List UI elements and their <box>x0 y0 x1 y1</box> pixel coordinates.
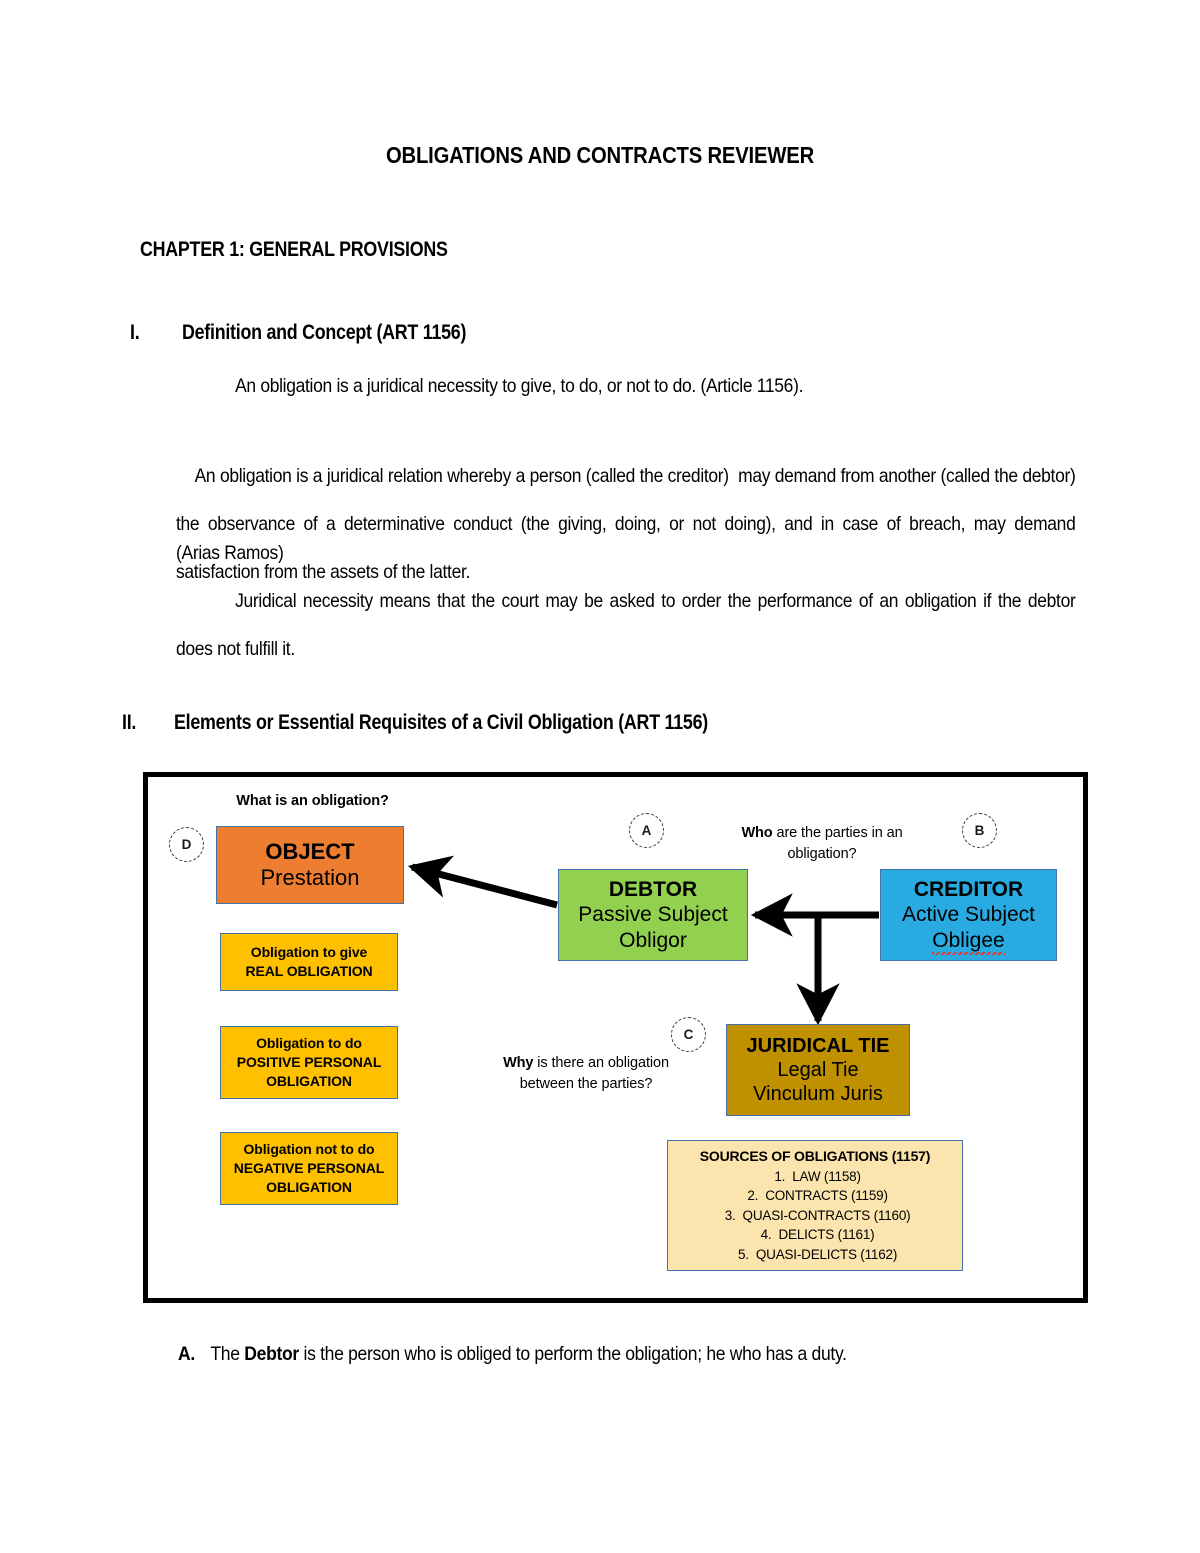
bottom-item-prefix: The <box>210 1343 245 1365</box>
diagram-box-object: OBJECT Prestation <box>216 826 404 904</box>
diagram-box-sources-of-obligations: SOURCES OF OBLIGATIONS (1157) 1. LAW (115… <box>667 1140 963 1271</box>
question-who-bold: Who <box>741 825 773 841</box>
diagram-box-obligation-to-do: Obligation to do POSITIVE PERSONAL OBLIG… <box>220 1026 398 1099</box>
marker-circle-c: C <box>671 1017 706 1052</box>
sources-list-item-index: 5. <box>737 1246 749 1262</box>
creditor-subtitle: Active Subject <box>901 903 1036 927</box>
page-title: OBLIGATIONS AND CONTRACTS REVIEWER <box>385 142 815 168</box>
sources-list-item-index: 2. <box>747 1188 759 1204</box>
sources-list-item: 2. CONTRACTS (1159) <box>720 1186 911 1206</box>
section-title-2: Elements or Essential Requisites of a Ci… <box>174 711 708 734</box>
section-title-1: Definition and Concept (ART 1156) <box>182 321 467 344</box>
sources-list-item-label: QUASI-DELICTS (1162) <box>755 1246 898 1262</box>
diagram-box-debtor: DEBTOR Passive Subject Obligor <box>558 869 748 961</box>
obligation-to-do-line3: OBLIGATION <box>266 1072 352 1089</box>
juridical-tie-latin: Vinculum Juris <box>753 1083 883 1105</box>
paragraph-juridical-relation: An obligation is a juridical relation wh… <box>176 404 1076 644</box>
sources-title: SOURCES OF OBLIGATIONS (1157) <box>699 1148 931 1165</box>
bottom-item-letter: A. <box>178 1343 195 1365</box>
sources-list: 1. LAW (1158) 2. CONTRACTS (1159) 3. QUASI-CO… <box>720 1167 911 1265</box>
diagram-box-creditor: CREDITOR Active Subject Obligee <box>880 869 1057 961</box>
paragraph-juridical-relation-text: An obligation is a juridical relation wh… <box>176 465 1081 583</box>
arrow-debtor-to-object <box>407 855 558 909</box>
question-why-label: Why is there an obligation between the p… <box>478 1053 694 1095</box>
creditor-title: CREDITOR <box>913 878 1024 902</box>
debtor-alt-name: Obligor <box>619 928 687 952</box>
question-why-rest: is there an obligation between the parti… <box>519 1055 669 1093</box>
obligation-to-give-line2: REAL OBLIGATION <box>245 963 373 979</box>
section-numeral-1: I. <box>130 321 140 344</box>
section-heading-2: II. Elements or Essential Requisites of a… <box>122 711 802 735</box>
sources-list-item-label: CONTRACTS (1159) <box>765 1188 888 1204</box>
sources-list-item: 1. LAW (1158) <box>720 1167 911 1187</box>
section-numeral-2: II. <box>122 711 137 734</box>
juridical-tie-subtitle: Legal Tie <box>777 1059 859 1081</box>
sources-list-item: 5. QUASI-DELICTS (1162) <box>720 1245 911 1265</box>
question-why-bold: Why <box>503 1055 534 1071</box>
debtor-subtitle: Passive Subject <box>578 903 728 927</box>
creditor-alt-name: Obligee <box>932 928 1004 953</box>
question-who-label: Who are the parties in an obligation? <box>724 823 920 865</box>
paragraph-juridical-necessity: Juridical necessity means that the court… <box>176 590 1081 660</box>
chapter-heading: CHAPTER 1: GENERAL PROVISIONS <box>140 238 448 261</box>
object-subtitle: Prestation <box>260 865 360 890</box>
marker-circle-d: D <box>169 827 204 862</box>
sources-list-item-label: QUASI-CONTRACTS (1160) <box>742 1207 911 1223</box>
debtor-title: DEBTOR <box>608 878 698 902</box>
obligation-not-to-do-line1: Obligation not to do <box>243 1141 375 1158</box>
question-what-label: What is an obligation? <box>236 793 389 809</box>
object-title: OBJECT <box>265 838 355 864</box>
obligation-elements-diagram: What is an obligation? Who are the parti… <box>143 772 1088 1303</box>
sources-list-item: 3. QUASI-CONTRACTS (1160) <box>720 1206 911 1226</box>
diagram-canvas: What is an obligation? Who are the parti… <box>148 777 1083 1298</box>
obligation-to-do-line2: POSITIVE PERSONAL <box>236 1054 382 1071</box>
diagram-box-obligation-to-give: Obligation to give REAL OBLIGATION <box>220 933 398 991</box>
obligation-to-give-line1: Obligation to give <box>250 944 368 961</box>
bottom-item-bold: Debtor <box>244 1343 299 1365</box>
sources-list-item-index: 3. <box>724 1207 736 1223</box>
diagram-box-juridical-tie: JURIDICAL TIE Legal Tie Vinculum Juris <box>726 1024 910 1116</box>
obligation-not-to-do-line2: NEGATIVE PERSONAL <box>233 1160 385 1177</box>
sources-list-item-index: 1. <box>774 1168 786 1184</box>
bottom-list-item-a: A. The Debtor is the person who is oblige… <box>178 1343 847 1366</box>
obligation-to-do-line1: Obligation to do <box>256 1035 362 1052</box>
marker-circle-b: B <box>962 813 997 848</box>
paragraph-attribution: (Arias Ramos) <box>176 542 284 564</box>
creditor-alt-name-text: Obligee <box>932 928 1005 952</box>
bottom-item-suffix: is the person who is obliged to perform … <box>298 1343 847 1365</box>
section-heading-1: I. Definition and Concept (ART 1156) <box>130 321 516 345</box>
marker-circle-a: A <box>629 813 664 848</box>
sources-list-item-label: LAW (1158) <box>792 1168 861 1184</box>
sources-list-item-index: 4. <box>760 1227 772 1243</box>
diagram-box-obligation-not-to-do: Obligation not to do NEGATIVE PERSONAL O… <box>220 1132 398 1205</box>
sources-list-item-label: DELICTS (1161) <box>778 1227 875 1243</box>
question-who-rest: are the parties in an obligation? <box>772 825 903 863</box>
sources-list-item: 4. DELICTS (1161) <box>720 1225 911 1245</box>
obligation-not-to-do-line3: OBLIGATION <box>266 1178 352 1195</box>
paragraph-definition: An obligation is a juridical necessity t… <box>235 375 804 397</box>
juridical-tie-title: JURIDICAL TIE <box>746 1035 890 1057</box>
